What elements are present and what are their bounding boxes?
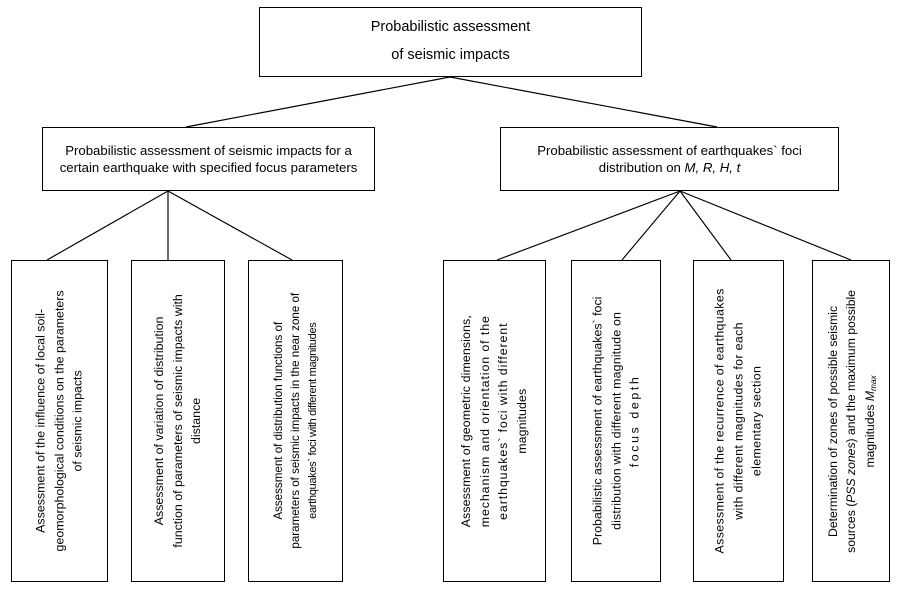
leaf-7-line-2: sources (PSS zones) and the maximum poss…	[842, 290, 860, 553]
connector-left-to-box1	[46, 190, 169, 261]
leaf-7-line-2-prefix: sources (	[843, 502, 858, 553]
leaf-2-line-3: distance	[189, 397, 204, 445]
leaf-node-distribution-variation-distance: Assessment of variation of distribution …	[131, 260, 225, 582]
root-node: Probabilistic assessment of seismic impa…	[259, 7, 642, 77]
leaf-7-pss-zones-italic: PSS zones	[843, 441, 858, 503]
connector-right-to-box5	[621, 190, 681, 261]
leaf-node-geometric-dimensions: Assessment of geometric dimensions, mech…	[443, 260, 546, 582]
leaf-6-line-2: with different magnitudes for each	[731, 322, 746, 520]
leaf-6-line-3: elementary section	[749, 365, 764, 477]
connector-left-to-box3	[167, 190, 293, 261]
leaf-4-line-3: earthquakes` foci with different	[496, 322, 511, 520]
leaf-2-line-2: function of parameters of seismic impact…	[170, 294, 185, 548]
leaf-7-line-2-suffix: ) and the maximum possible	[843, 289, 858, 442]
root-line-1: Probabilistic assessment	[370, 19, 531, 36]
level1-right-variables: M, R, H, t	[684, 160, 741, 175]
leaf-2-text: Assessment of variation of distribution …	[150, 294, 206, 547]
leaf-node-earthquake-recurrence: Assessment of the recurrence of earthqua…	[693, 260, 784, 582]
level1-right-text: Probabilistic assessment of earthquakes`…	[507, 142, 832, 177]
level1-left-text: Probabilistic assessment of seismic impa…	[49, 142, 368, 177]
level1-node-earthquake-foci: Probabilistic assessment of earthquakes`…	[500, 127, 839, 191]
leaf-1-line-2: geomorphological conditions on the param…	[52, 290, 67, 552]
connector-right-to-box7	[679, 190, 852, 261]
leaf-node-focus-depth-distribution: Probabilistic assessment of earthquakes`…	[571, 260, 661, 582]
leaf-5-text: Probabilistic assessment of earthquakes`…	[588, 297, 644, 546]
leaf-4-line-1: Assessment of geometric dimensions,	[459, 314, 474, 528]
leaf-4-text: Assessment of geometric dimensions, mech…	[457, 315, 531, 527]
leaf-5-line-1: Probabilistic assessment of earthquakes`…	[590, 296, 605, 546]
level1-right-line-2: distribution on M, R, H, t	[599, 160, 740, 175]
leaf-6-text: Assessment of the recurrence of earthqua…	[711, 288, 767, 553]
leaf-7-text: Determination of zones of possible seism…	[824, 290, 879, 553]
leaf-7-magnitude-subscript: max	[866, 374, 877, 391]
leaf-5-line-2: distribution with different magnitude on	[608, 312, 623, 530]
root-line-2: of seismic impacts	[391, 47, 510, 64]
leaf-3-line-3: earthquakes` foci with different magnitu…	[306, 322, 319, 520]
leaf-4-line-4: magnitudes	[515, 388, 530, 454]
leaf-7-line-1: Determination of zones of possible seism…	[825, 305, 840, 537]
leaf-7-line-3: magnitudes Mmax	[860, 290, 878, 553]
level1-left-line-3: parameters	[290, 160, 358, 175]
leaf-node-pss-zones: Determination of zones of possible seism…	[812, 260, 890, 582]
leaf-5-line-3: focus depth	[627, 374, 642, 468]
leaf-2-line-1: Assessment of variation of distribution	[152, 316, 167, 526]
leaf-7-line-3-prefix: magnitudes	[862, 400, 877, 468]
leaf-node-soil-conditions: Assessment of the influence of local soi…	[11, 260, 108, 582]
leaf-1-line-1: Assessment of the influence of local soi…	[33, 309, 48, 533]
leaf-node-near-zone-distribution: Assessment of distribution functions of …	[248, 260, 343, 582]
level1-right-line-2-prefix: distribution on	[598, 160, 685, 175]
leaf-1-line-3: of seismic impacts	[70, 370, 85, 472]
leaf-7-magnitude-symbol: M	[862, 390, 877, 401]
level1-left-line-1: Probabilistic assessment of seismic impa…	[65, 142, 322, 158]
connector-root-to-left	[185, 76, 451, 128]
leaf-6-line-1: Assessment of the recurrence of earthqua…	[712, 288, 727, 554]
leaf-1-text: Assessment of the influence of local soi…	[32, 290, 88, 551]
level1-node-seismic-impacts: Probabilistic assessment of seismic impa…	[42, 127, 375, 191]
leaf-3-line-2: parameters of seismic impacts in the nea…	[289, 293, 303, 549]
leaf-4-line-2: mechanism and orientation of the	[477, 314, 492, 528]
connector-right-to-box4	[496, 190, 681, 261]
level1-left-line-2: for a certain earthquake with specified …	[59, 142, 352, 175]
connector-right-to-box6	[679, 190, 732, 261]
leaf-3-line-1: Assessment of distribution functions of	[271, 322, 285, 520]
connector-root-to-right	[449, 76, 718, 128]
level1-right-line-1: Probabilistic assessment of earthquakes`…	[537, 142, 802, 158]
leaf-3-text: Assessment of distribution functions of …	[270, 293, 321, 549]
